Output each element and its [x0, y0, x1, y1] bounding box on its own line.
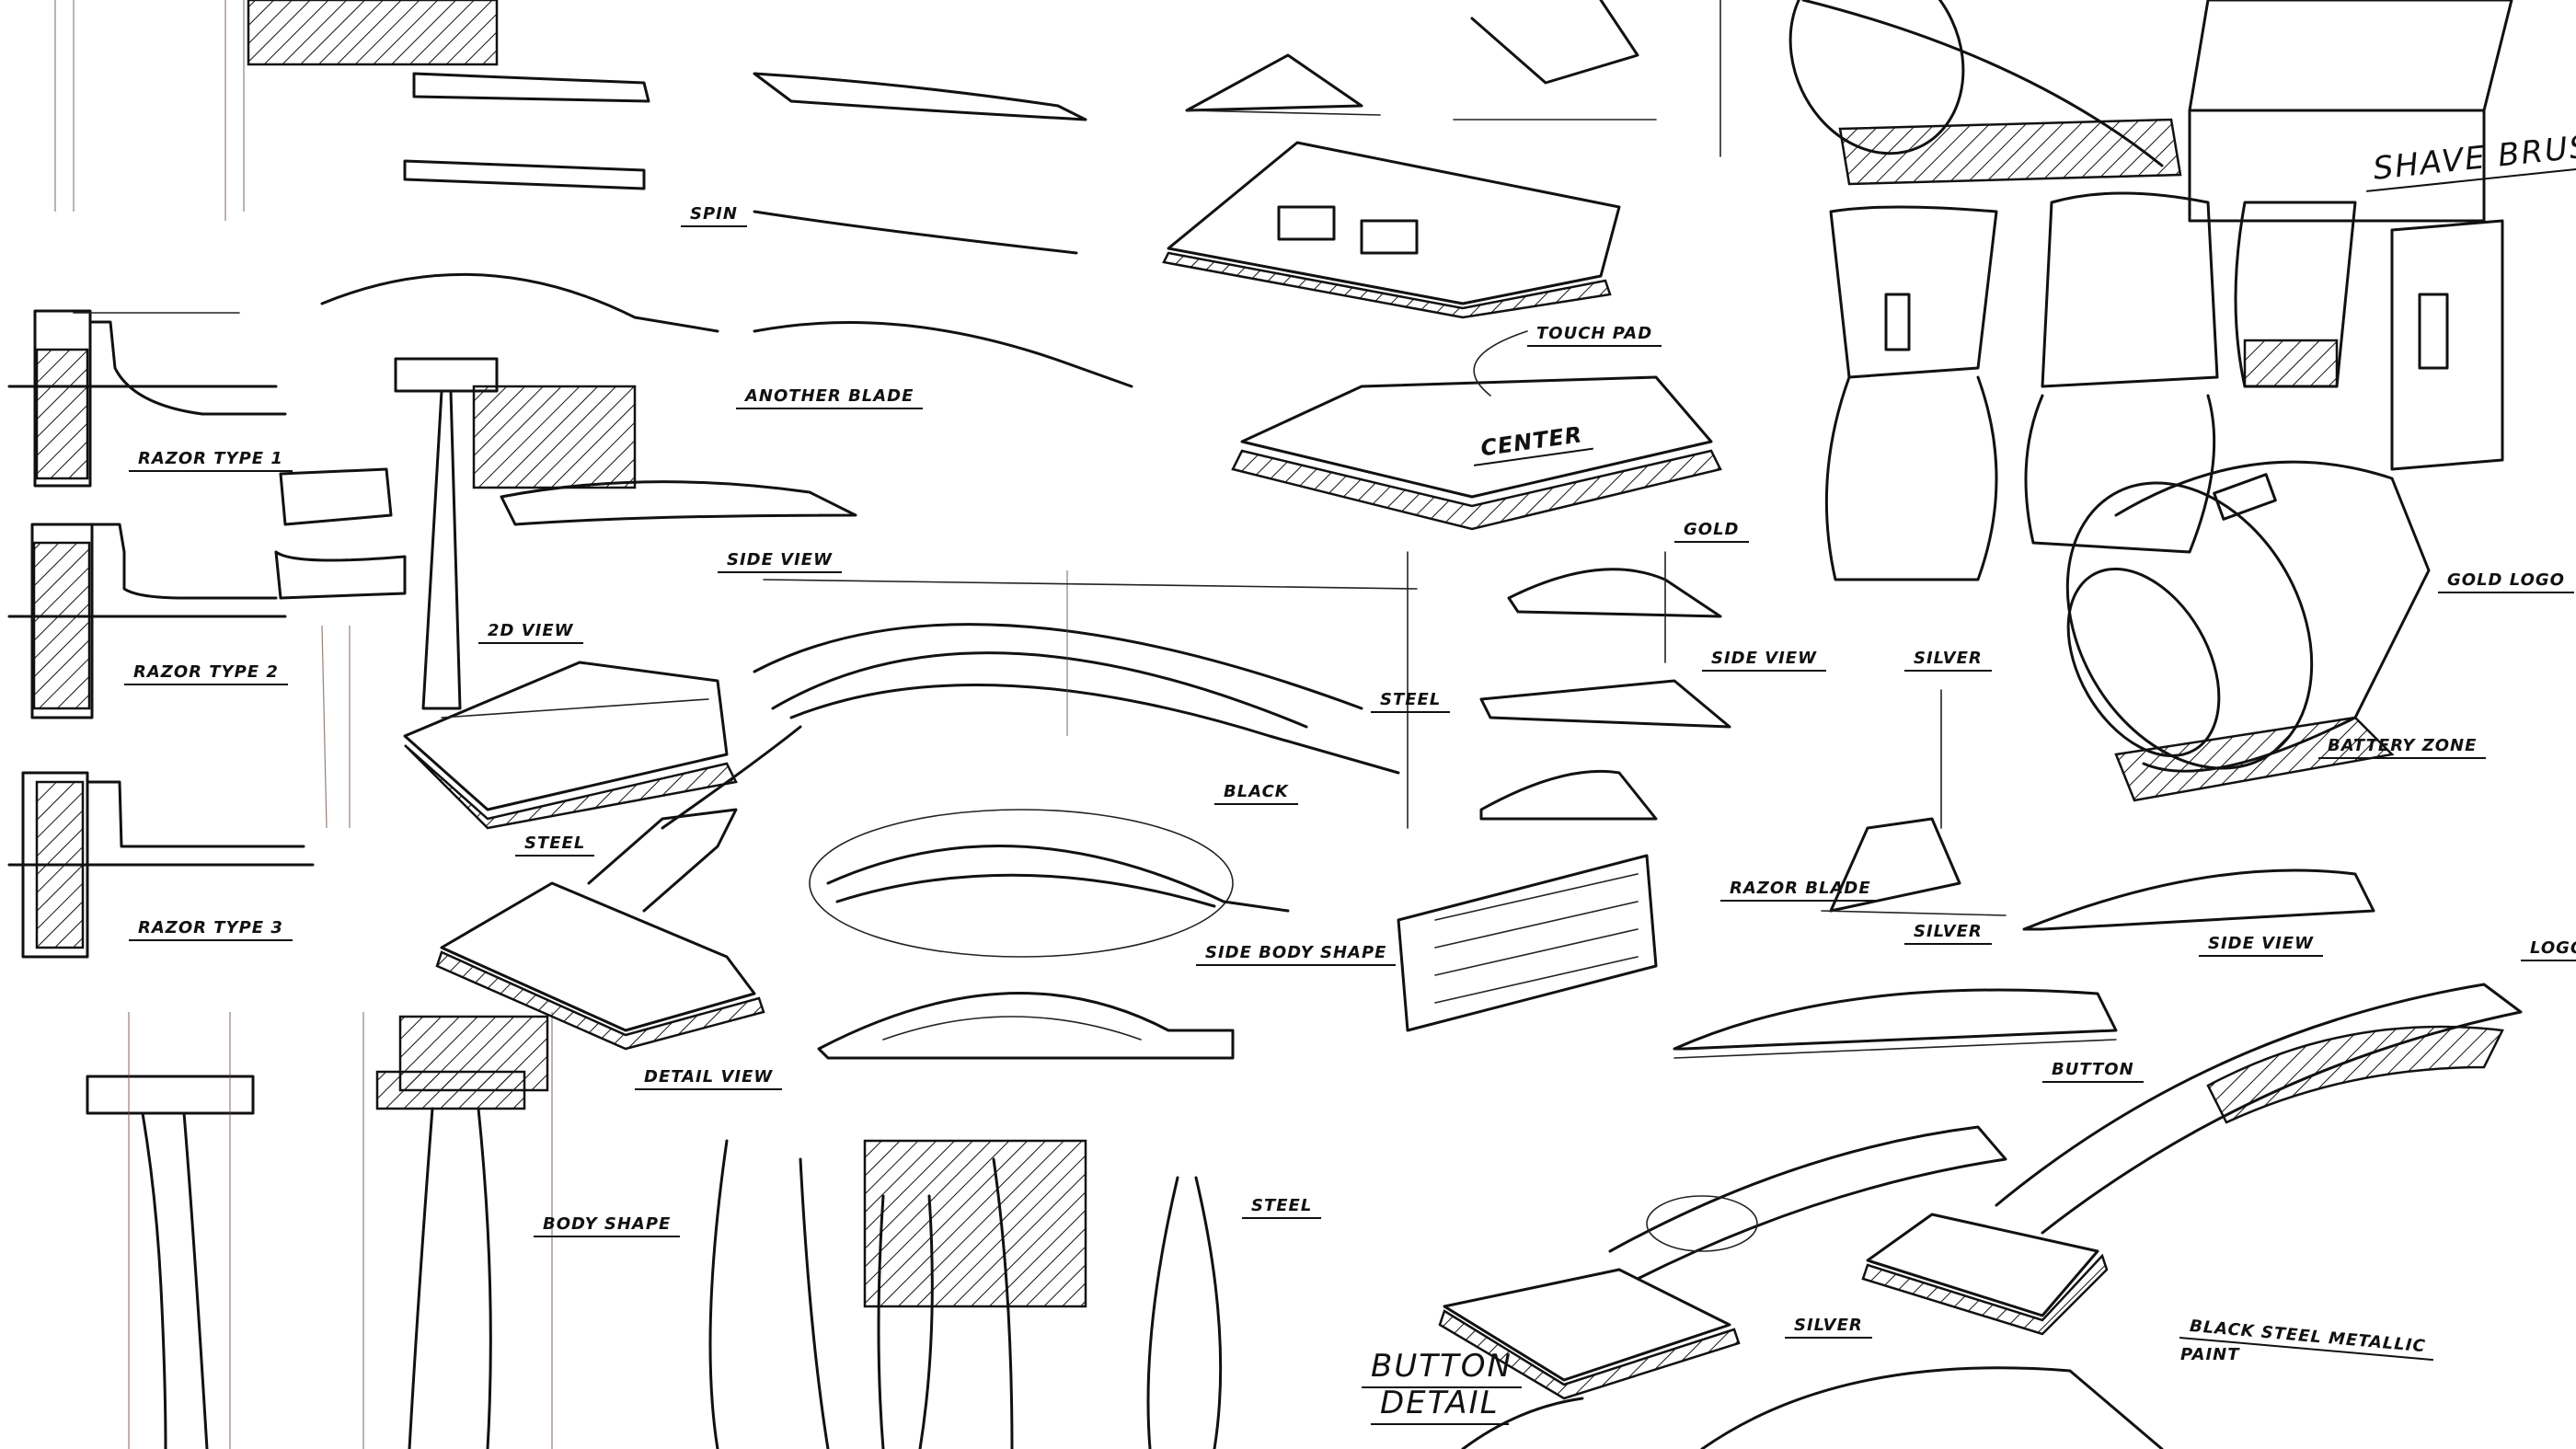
razor-perspective-bottom-arc: [1461, 1366, 2164, 1449]
label-side-view-small: SIDE VIEW: [2199, 934, 2323, 957]
label-silver-1: SILVER: [1904, 649, 1992, 672]
label-razor-type-1: RAZOR TYPE 1: [129, 449, 293, 472]
label-silver-bottom: SILVER: [1785, 1316, 1872, 1339]
trimmer-head-top: [1162, 53, 1621, 319]
label-steel-2: STEEL: [1371, 690, 1451, 713]
razor-handle-side-right: [1673, 868, 2375, 1059]
razor-type-1-section: [7, 0, 499, 488]
label-button: BUTTON: [2042, 1060, 2144, 1083]
razor-blade-small-iso: [1821, 689, 2007, 916]
label-razor-type-2: RAZOR TYPE 2: [124, 662, 288, 685]
shave-brush-base-angled: [2065, 460, 2431, 802]
razor-head-side-views: [320, 72, 1133, 526]
shave-brush-stand: [1788, 0, 2182, 186]
razor-type-3-section: [7, 771, 315, 959]
razor-type-2-section: [7, 523, 287, 719]
razor-perspective-1: [1438, 1125, 2007, 1400]
shave-brush-front-3: [2188, 0, 2513, 471]
razor-handle-arc-small: [817, 992, 1235, 1060]
label-logo: LOGO: [2521, 938, 2576, 961]
label-side-view-left: SIDE VIEW: [718, 550, 842, 573]
razor-head-isometric-1: [403, 661, 738, 830]
label-gold-logo: GOLD LOGO: [2438, 570, 2574, 593]
label-black: BLACK: [1214, 782, 1298, 805]
blade-stem-sketch: [274, 357, 637, 829]
label-steel-small: STEEL: [1242, 1196, 1322, 1219]
label-razor-type-3: RAZOR TYPE 3: [129, 918, 293, 941]
handle-front-view-1: [86, 1012, 255, 1449]
label-detail-view: DETAIL VIEW: [635, 1067, 783, 1090]
label-razor-blade: RAZOR BLADE: [1720, 879, 1880, 902]
shave-brush-front-1: [1824, 205, 1998, 581]
label-side-body-shape: SIDE BODY SHAPE: [1196, 943, 1397, 966]
label-touch-pad: TOUCH PAD: [1527, 324, 1662, 347]
razor-handle-arc-large: [753, 570, 1418, 775]
shave-brush-front-2: [2024, 191, 2219, 554]
handle-front-view-2: [362, 1012, 553, 1449]
trimmer-blade-grille: [1397, 854, 1658, 1032]
trimmer-head-touch-pad: [1231, 330, 1722, 531]
label-paint: PAINT: [2180, 1345, 2240, 1364]
label-side-view-right: SIDE VIEW: [1702, 649, 1826, 672]
label-another-blade: ANOTHER BLADE: [736, 386, 924, 409]
label-battery-zone: BATTERY ZONE: [2318, 736, 2487, 759]
side-profile-sketches: [1407, 551, 1731, 829]
trimmer-head-top-right: [1453, 0, 1721, 157]
label-spin: SPIN: [681, 204, 747, 227]
handle-profile-sketches: [708, 1139, 1223, 1449]
label-gold: GOLD: [1674, 520, 1749, 543]
razor-handle-arc-medium: [809, 809, 1290, 958]
razor-head-isometric-2: [435, 725, 802, 1051]
label-2d-view: 2D VIEW: [478, 621, 583, 644]
razor-perspective-2: [1861, 983, 2523, 1336]
label-body-shape: BODY SHAPE: [534, 1214, 681, 1237]
label-silver-2: SILVER: [1904, 922, 1992, 945]
label-button-detail-1: BUTTON: [1362, 1348, 1522, 1388]
label-steel-1: STEEL: [515, 834, 595, 857]
label-button-detail-2: DETAIL: [1371, 1385, 1509, 1425]
